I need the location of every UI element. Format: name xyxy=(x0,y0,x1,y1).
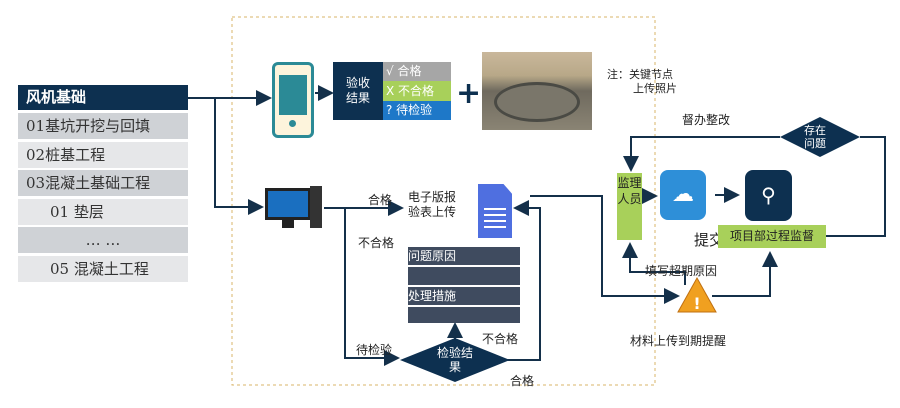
acceptance-result-box: 验收 结果 xyxy=(333,62,383,120)
list-item[interactable]: 01 垫层 xyxy=(18,199,188,225)
list-item[interactable]: 05 混凝土工程 xyxy=(18,256,188,282)
list-item[interactable]: 01基坑开挖与回填 xyxy=(18,113,188,139)
computer-icon xyxy=(265,188,311,220)
upload-cloud-icon[interactable]: ☁ xyxy=(660,170,706,220)
reminder-label: 材料上传到期提醒 xyxy=(630,334,727,348)
note-text: 注：关键节点 xyxy=(607,68,673,81)
fail-label: 不合格 xyxy=(358,236,395,250)
inspection-line: 果 xyxy=(448,360,461,374)
inspection-line: 检验结 xyxy=(436,346,473,360)
acceptance-title: 结果 xyxy=(345,91,370,105)
monitor-stand xyxy=(282,220,294,228)
form-row-blank xyxy=(408,307,520,323)
upload-label: 电子版报验表上传 xyxy=(408,190,456,220)
rectify-label: 督办整改 xyxy=(682,113,731,127)
computer-tower xyxy=(310,186,322,228)
issue-form: 问题原因 处理措施 xyxy=(408,247,520,323)
site-photo xyxy=(482,52,592,130)
upload-label-line: 电子版报 xyxy=(408,190,457,204)
inspection-diamond xyxy=(400,338,510,382)
phone-icon xyxy=(272,62,314,138)
supervisor-box[interactable]: 监理人员 xyxy=(617,173,642,240)
submit-label: 提交 xyxy=(694,231,725,249)
inspection-result-label: 检验结果 xyxy=(435,346,475,374)
form-row-measures: 处理措施 xyxy=(408,287,520,307)
warning-icon xyxy=(677,276,717,313)
form-row-cause: 问题原因 xyxy=(408,247,520,267)
issue-line: 存在 xyxy=(804,124,826,137)
option-pass: √ 合格 xyxy=(383,62,451,81)
project-supervision-box[interactable]: 项目部过程监督 xyxy=(718,225,826,248)
list-item[interactable]: 03混凝土基础工程 xyxy=(18,170,188,196)
issue-label: 存在问题 xyxy=(804,124,826,150)
list-header: 风机基础 xyxy=(18,85,188,110)
pass-label: 合格 xyxy=(368,193,393,207)
plus-icon: + xyxy=(456,76,482,111)
option-fail: X 不合格 xyxy=(383,81,451,101)
svg-text:!: ! xyxy=(693,294,700,313)
stamp-icon[interactable]: ⚲ xyxy=(745,170,792,221)
issue-line: 问题 xyxy=(804,137,826,150)
pass-label: 合格 xyxy=(510,374,535,388)
list-item[interactable]: 02桩基工程 xyxy=(18,142,188,168)
option-pending: ? 待检验 xyxy=(383,101,451,120)
list-item[interactable]: … … xyxy=(18,227,188,253)
upload-label-line: 验表上传 xyxy=(408,205,457,219)
acceptance-title: 验收 xyxy=(345,76,370,90)
form-row-blank xyxy=(408,267,520,287)
overdue-reason-label: 填写超期原因 xyxy=(645,264,718,278)
issue-diamond xyxy=(780,117,860,157)
pending-label: 待检验 xyxy=(356,343,393,357)
fail-label: 不合格 xyxy=(482,332,519,346)
note-text: 上传照片 xyxy=(633,82,677,95)
document-icon xyxy=(478,184,512,238)
